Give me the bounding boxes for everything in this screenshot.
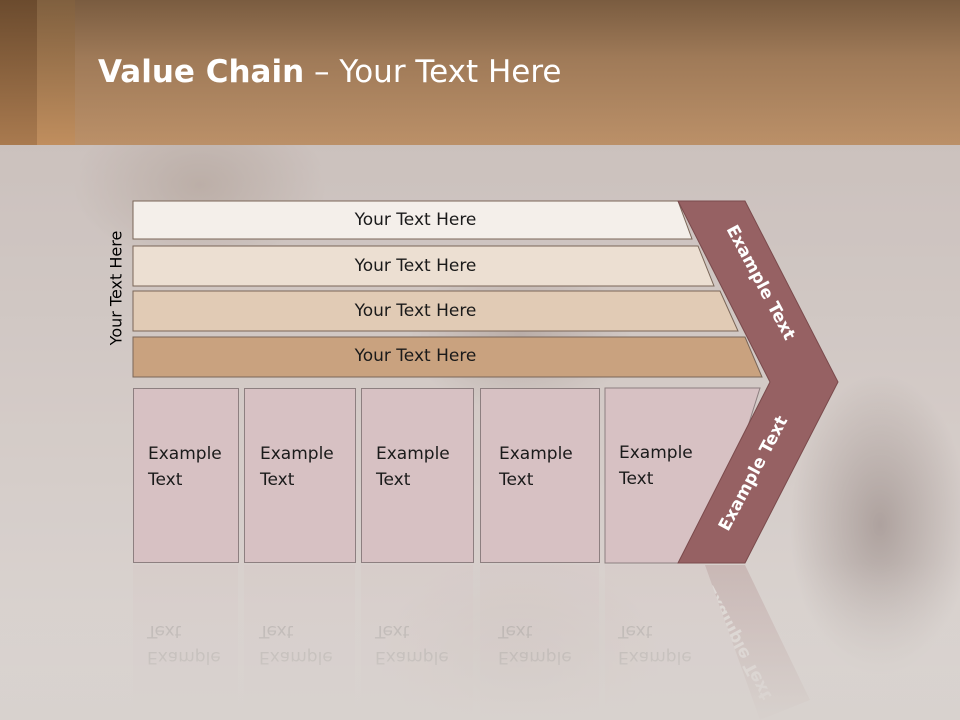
- slide-title: Value Chain – Your Text Here: [98, 54, 561, 90]
- header-accent-block-inner: [37, 0, 75, 145]
- reflection-fade: [0, 563, 960, 720]
- column-2-line2: Text: [260, 470, 295, 490]
- column-5-line1: Example: [619, 443, 693, 463]
- title-bold: Value Chain: [98, 54, 305, 90]
- bar-1-shape: [132, 200, 693, 240]
- bar-4: Your Text Here: [133, 337, 698, 375]
- bar-4-label: Your Text Here: [354, 346, 477, 366]
- bar-4-shape: [132, 336, 763, 378]
- column-1-line1: Example: [148, 444, 222, 464]
- column-5-line2: Text: [619, 469, 654, 489]
- bar-3: Your Text Here: [133, 292, 698, 330]
- column-3: Example Text: [361, 388, 474, 563]
- bar-1-label: Your Text Here: [354, 210, 477, 230]
- bar-1: Your Text Here: [133, 201, 698, 239]
- column-5: Example Text: [605, 388, 715, 563]
- column-1: Example Text: [133, 388, 239, 563]
- column-2: Example Text: [244, 388, 356, 563]
- column-3-line1: Example: [376, 444, 450, 464]
- column-2-line1: Example: [260, 444, 334, 464]
- bar-2-label: Your Text Here: [354, 256, 477, 276]
- header-band: Value Chain – Your Text Here: [0, 0, 960, 145]
- bar-3-label: Your Text Here: [354, 301, 477, 321]
- column-1-line2: Text: [148, 470, 183, 490]
- column-4: Example Text: [480, 388, 600, 563]
- column-4-line2: Text: [499, 470, 534, 490]
- title-rest: – Your Text Here: [304, 54, 562, 90]
- column-4-line1: Example: [499, 444, 573, 464]
- bar-3-shape: [132, 290, 739, 332]
- bar-2: Your Text Here: [133, 247, 698, 285]
- bar-2-shape: [132, 245, 715, 287]
- column-3-line2: Text: [376, 470, 411, 490]
